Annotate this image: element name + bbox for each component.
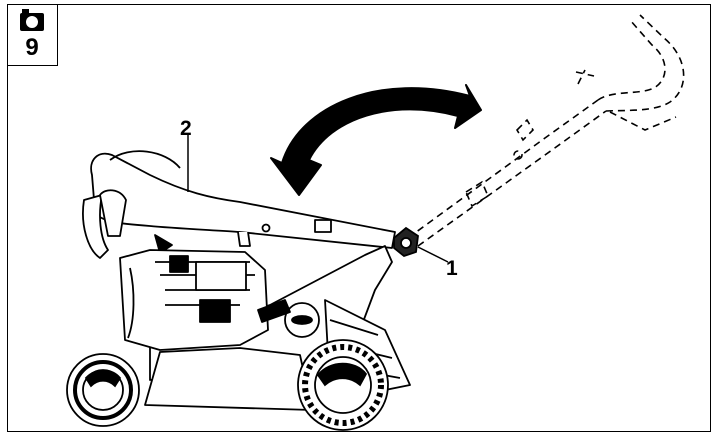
handle-raised-dashed — [407, 14, 685, 247]
front-wheel — [66, 353, 140, 427]
figure-frame — [7, 4, 711, 432]
handle-knob — [393, 226, 419, 258]
leader-lines — [187, 133, 449, 263]
callout-1: 1 — [446, 257, 458, 280]
handle-lowered — [82, 150, 396, 259]
figure-number: 9 — [25, 34, 39, 61]
rear-wheel — [297, 339, 389, 431]
callout-2: 2 — [180, 117, 192, 140]
rotation-arrow — [270, 84, 482, 196]
camera-icon — [20, 9, 44, 31]
figure-badge: 9 — [7, 4, 58, 66]
